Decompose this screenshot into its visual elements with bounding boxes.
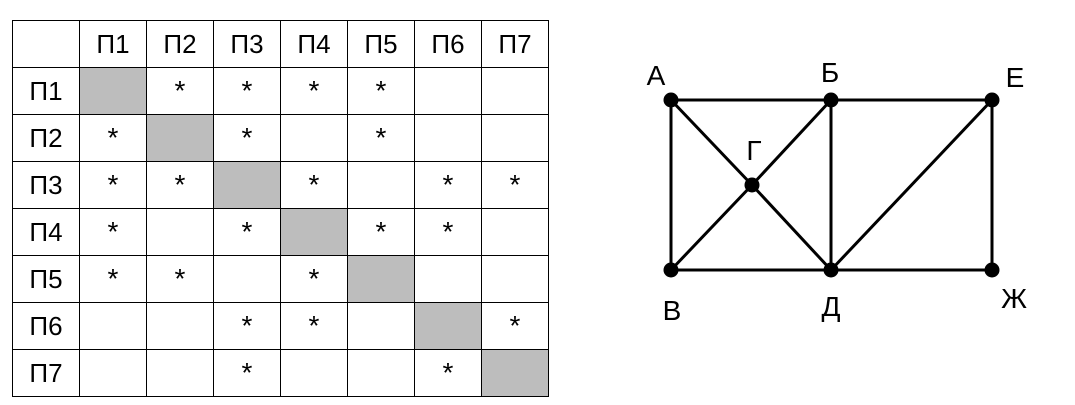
vertex-label: Е xyxy=(1006,62,1025,93)
diagonal-cell xyxy=(79,67,147,115)
column-header: П4 xyxy=(280,20,348,68)
table-row: П6*** xyxy=(12,302,549,350)
table-cell xyxy=(481,67,549,115)
table-cell: * xyxy=(146,161,214,209)
table-cell xyxy=(146,349,214,397)
diagonal-cell xyxy=(213,161,281,209)
corner-cell xyxy=(12,20,80,68)
table-cell: * xyxy=(213,349,281,397)
row-header: П7 xyxy=(12,349,80,397)
row-header: П6 xyxy=(12,302,80,350)
table-cell: * xyxy=(347,208,415,256)
table-cell xyxy=(79,349,147,397)
column-header: П7 xyxy=(481,20,549,68)
vertex-label: Г xyxy=(746,135,761,166)
graph-edge-Г-Д xyxy=(750,183,833,272)
table-cell: * xyxy=(280,255,348,303)
vertex-label: Б xyxy=(821,57,839,88)
table-cell: * xyxy=(79,114,147,162)
table-cell xyxy=(481,255,549,303)
table-cell: * xyxy=(280,302,348,350)
table-cell xyxy=(481,208,549,256)
vertex-label: Д xyxy=(822,291,841,322)
table-cell xyxy=(146,208,214,256)
diagonal-cell xyxy=(280,208,348,256)
graph-vertex xyxy=(663,92,679,108)
vertex-label: Ж xyxy=(1001,283,1027,314)
table-cell: * xyxy=(414,349,482,397)
table-cell xyxy=(347,161,415,209)
table-row: П7 * * xyxy=(12,349,549,397)
table-row: П2*** xyxy=(12,114,549,162)
table-cell: * xyxy=(280,161,348,209)
table-row: П1**** xyxy=(12,67,549,115)
vertex-label: В xyxy=(663,295,682,326)
graph-vertex xyxy=(823,262,839,278)
row-header: П1 xyxy=(12,67,80,115)
graph-vertex xyxy=(984,262,1000,278)
diagonal-cell xyxy=(146,114,214,162)
column-header: П3 xyxy=(213,20,281,68)
table-cell: * xyxy=(146,255,214,303)
column-header: П6 xyxy=(414,20,482,68)
graph-edge-Г-Б xyxy=(750,98,833,187)
vertex-label: А xyxy=(647,60,666,91)
table-cell: * xyxy=(347,67,415,115)
graph-vertex xyxy=(823,92,839,108)
table-cell xyxy=(347,302,415,350)
table-row: П4**** xyxy=(12,208,549,256)
graph-vertex xyxy=(984,92,1000,108)
table-cell xyxy=(280,349,348,397)
row-header: П2 xyxy=(12,114,80,162)
row-header: П4 xyxy=(12,208,80,256)
table-cell: * xyxy=(213,114,281,162)
table-cell xyxy=(481,114,549,162)
table-cell: * xyxy=(280,67,348,115)
table-cell: * xyxy=(213,67,281,115)
graph-vertex xyxy=(744,177,760,193)
diagonal-cell xyxy=(481,349,549,397)
column-header: П5 xyxy=(347,20,415,68)
table-cell: * xyxy=(213,302,281,350)
graph-edge-Е-Д xyxy=(829,98,994,272)
graph-edge-Г-В xyxy=(669,183,754,272)
diagonal-cell xyxy=(414,302,482,350)
row-header: П3 xyxy=(12,161,80,209)
graph-edge-А-Г xyxy=(669,98,754,187)
table-cell: * xyxy=(481,302,549,350)
graph-vertex xyxy=(663,262,679,278)
table-cell: * xyxy=(79,255,147,303)
